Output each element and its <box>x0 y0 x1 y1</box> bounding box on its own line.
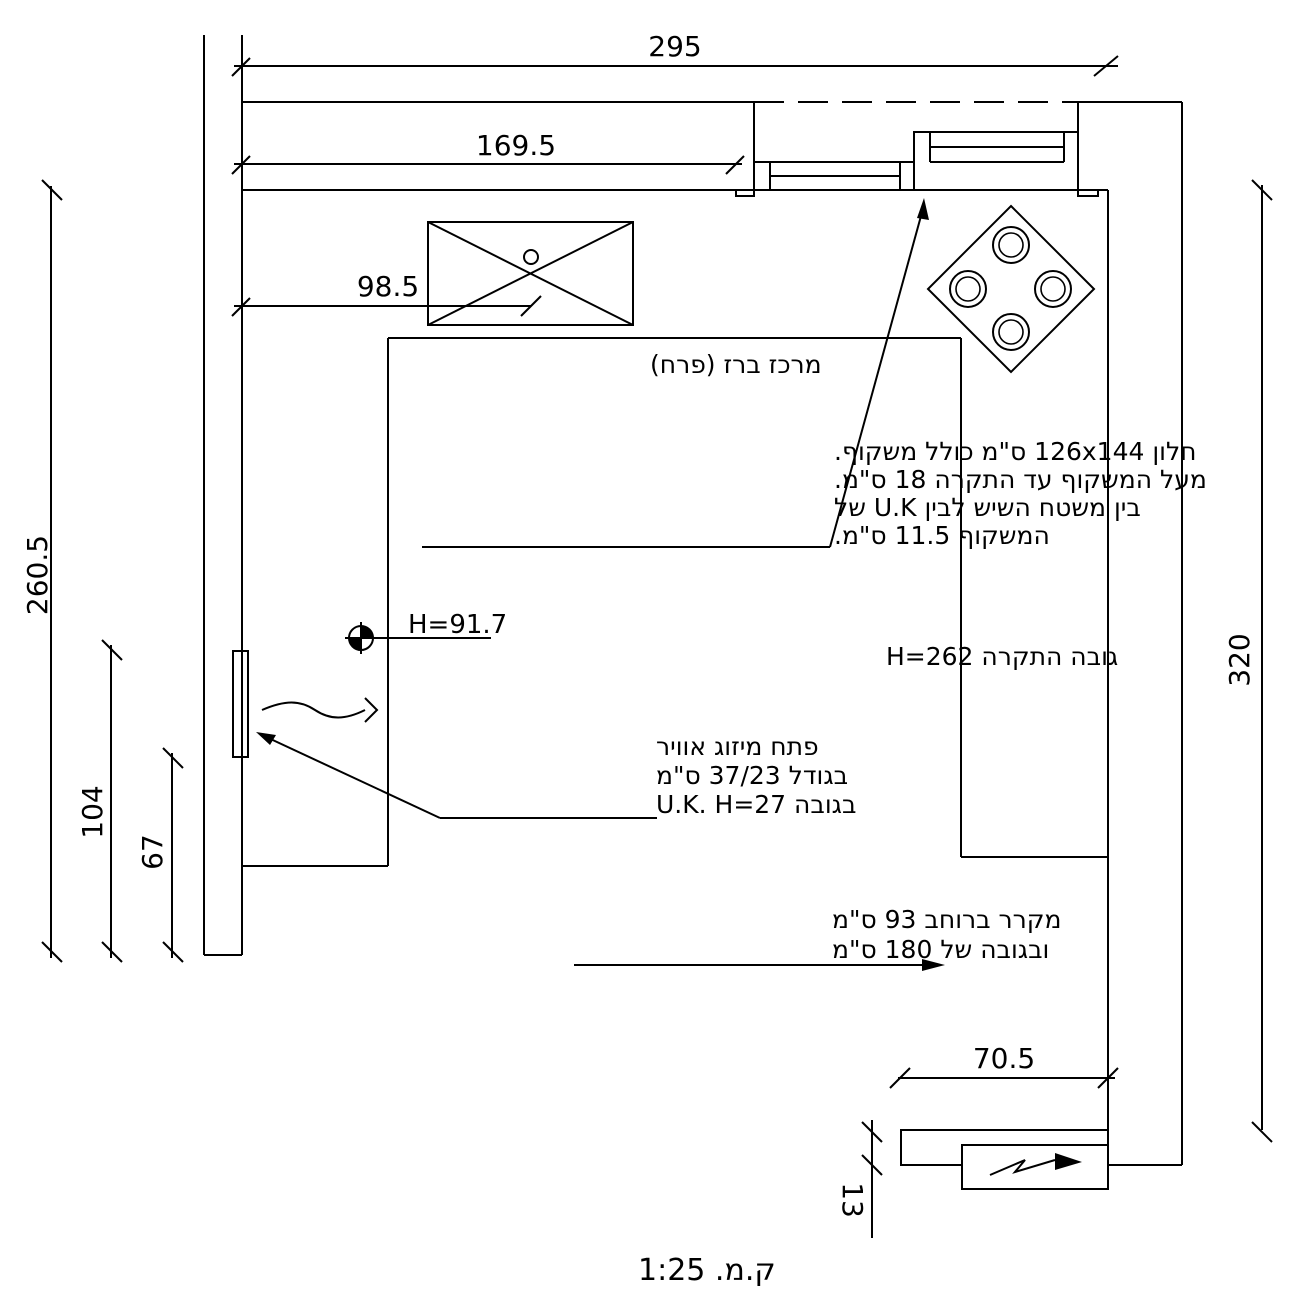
lightning-icon <box>1055 1153 1082 1170</box>
ac-leader <box>256 732 657 819</box>
dim-98-5: 98.5 <box>231 270 542 317</box>
top-wall <box>242 101 1182 197</box>
burner-icon <box>992 313 1030 351</box>
dim-260-5-label: 260.5 <box>21 535 54 615</box>
window-note-line3: בין משטח השיש לבין U.K של <box>834 493 1141 522</box>
burner-icon <box>949 270 987 308</box>
dim-320-label: 320 <box>1223 633 1256 686</box>
dim-70-5-label: 70.5 <box>973 1042 1035 1075</box>
window-note-line1: חלון 126x144 ס"מ כולל משקוף. <box>834 437 1197 466</box>
dim-13-label: 13 <box>836 1182 869 1218</box>
ac-note-line3: בגובה U.K. H=27 <box>656 790 856 819</box>
faucet-icon <box>523 249 539 265</box>
burner-icon <box>992 226 1030 264</box>
fridge-leader <box>574 959 945 971</box>
burner-icon <box>1034 270 1072 308</box>
dim-67: 67 <box>136 747 184 963</box>
scale-note: ק.מ. 1:25 <box>638 1253 776 1288</box>
outlet-height-note: H=91.7 <box>408 610 507 640</box>
window-note-line4: המשקוף 11.5 ס"מ. <box>834 521 1050 550</box>
window-note-line2: מעל המשקוף עד התקרה 18 ס"מ. <box>834 465 1207 494</box>
ceiling-height-note: גובה התקרה H=262 <box>886 642 1118 671</box>
dim-169-5: 169.5 <box>231 129 745 175</box>
counter-outline <box>242 337 1108 867</box>
ac-note: פתח מיזוג אוויר בגודל 37/23 ס"מ בגובה U.… <box>656 732 856 819</box>
ac-note-line2: בגודל 37/23 ס"מ <box>656 761 848 790</box>
window-frame <box>753 131 1079 191</box>
right-wall <box>1098 102 1183 1166</box>
dim-104-label: 104 <box>76 785 109 838</box>
window-leader <box>422 198 929 548</box>
sink <box>427 221 634 326</box>
dim-98-5-label: 98.5 <box>357 270 419 303</box>
dim-13: 13 <box>836 1120 883 1238</box>
dim-104: 104 <box>76 639 123 963</box>
ac-opening <box>232 650 379 758</box>
fridge-note-line2: ובגובה של 180 ס"מ <box>832 935 1049 964</box>
dim-295-label: 295 <box>648 30 701 63</box>
outlet-icon <box>345 622 491 654</box>
left-wall <box>203 35 243 956</box>
fridge-note-line1: מקרר ברוחב 93 ס"מ <box>832 905 1061 934</box>
ac-note-line1: פתח מיזוג אוויר <box>656 732 819 761</box>
window-note: חלון 126x144 ס"מ כולל משקוף. מעל המשקוף … <box>834 437 1207 550</box>
dim-70-5: 70.5 <box>889 1042 1119 1089</box>
dim-67-label: 67 <box>136 834 169 870</box>
dim-260-5: 260.5 <box>21 179 63 963</box>
dim-169-5-label: 169.5 <box>476 129 556 162</box>
electric-panel <box>900 1129 1109 1190</box>
fridge-note: מקרר ברוחב 93 ס"מ ובגובה של 180 ס"מ <box>832 905 1061 964</box>
sink-center-note: מרכז ברז (פרח) <box>650 350 822 379</box>
dim-320: 320 <box>1223 179 1273 1143</box>
dim-295: 295 <box>231 30 1119 77</box>
cooktop <box>926 204 1096 374</box>
